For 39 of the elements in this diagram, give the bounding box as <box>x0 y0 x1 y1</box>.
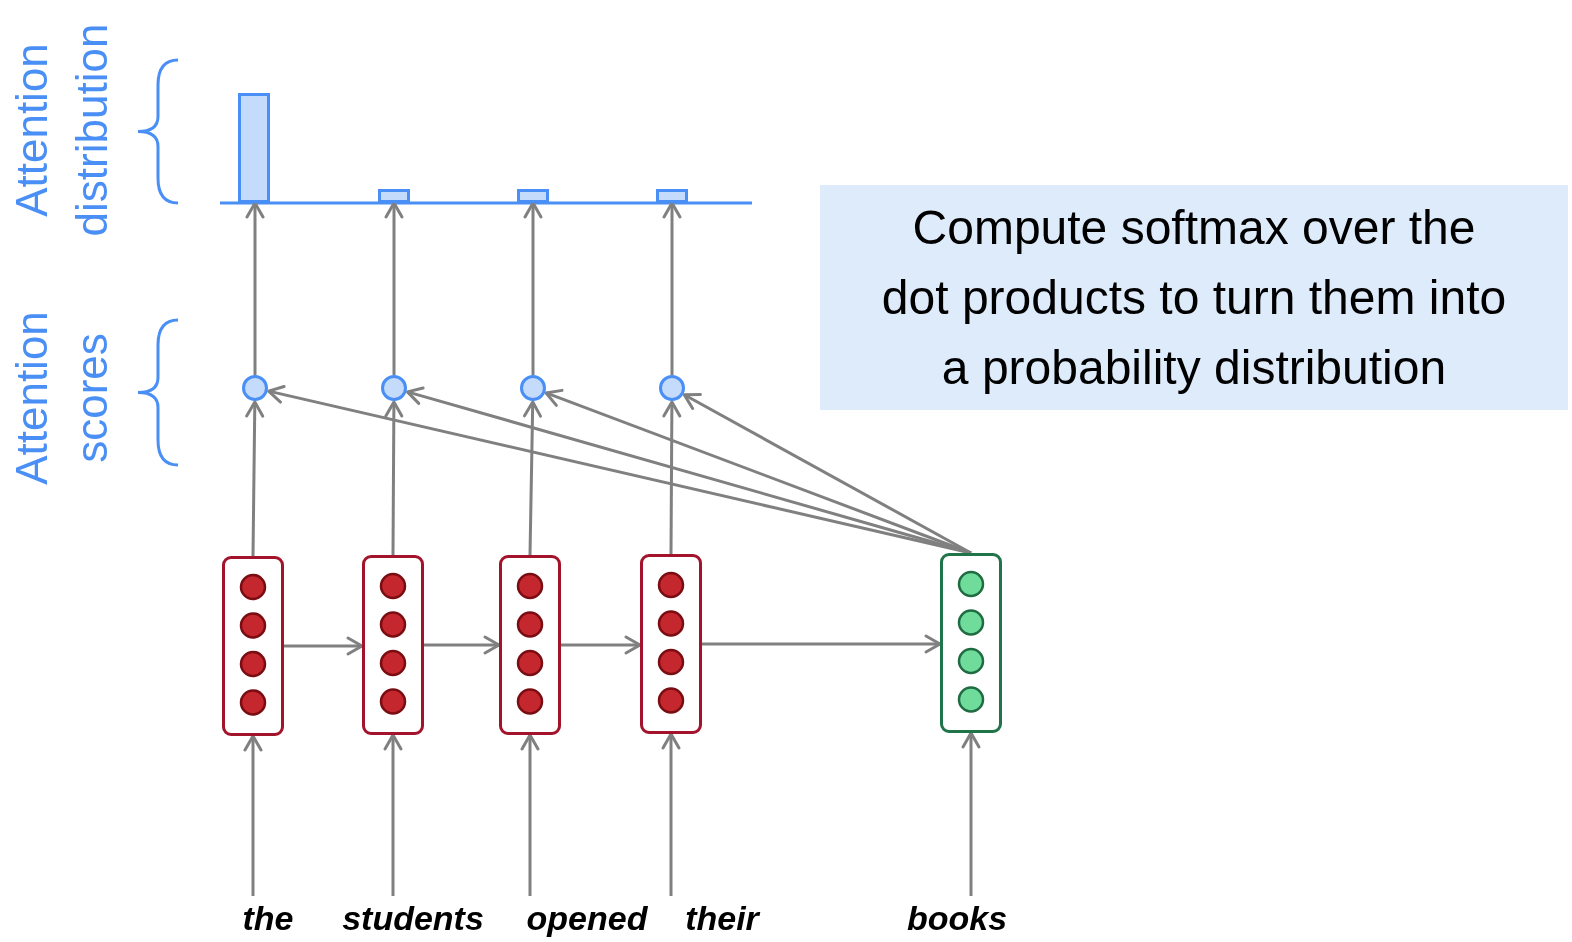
arrow <box>523 400 542 556</box>
axis-label: Attention distribution <box>6 22 117 239</box>
score-circle <box>242 375 268 401</box>
note-box: Compute softmax over the dot products to turn them into a probability distribution <box>820 185 1568 410</box>
arrow <box>961 731 981 896</box>
arrow <box>245 400 265 557</box>
arrow <box>384 201 404 375</box>
attention-bar <box>517 189 549 203</box>
arrow <box>523 201 543 375</box>
hidden-state-box <box>940 553 1002 733</box>
word-label: opened <box>510 896 664 940</box>
arrow <box>702 634 942 654</box>
hidden-state-box <box>640 554 702 734</box>
arrow <box>424 635 501 655</box>
arrow <box>245 201 265 375</box>
attention-bar <box>656 189 688 203</box>
hidden-state-box <box>362 555 424 735</box>
word-label: their <box>670 896 774 940</box>
arrow <box>383 733 403 896</box>
arrow <box>662 201 682 375</box>
score-circle <box>659 375 685 401</box>
arrow <box>561 635 642 655</box>
word-label: students <box>323 896 503 940</box>
attention-bar <box>378 189 410 203</box>
arrow <box>662 400 682 554</box>
hidden-state-box <box>222 556 284 736</box>
arrow <box>682 393 972 555</box>
arrow <box>284 636 364 656</box>
arrow <box>243 734 263 896</box>
score-circle <box>381 375 407 401</box>
word-label: the <box>218 896 318 940</box>
word-label: books <box>892 896 1022 940</box>
arrow <box>520 733 540 896</box>
axis-label: Attention scores <box>6 310 117 487</box>
attention-bar <box>238 93 270 203</box>
arrow <box>384 400 404 555</box>
hidden-state-box <box>499 555 561 735</box>
arrow <box>661 732 681 896</box>
score-circle <box>520 375 546 401</box>
